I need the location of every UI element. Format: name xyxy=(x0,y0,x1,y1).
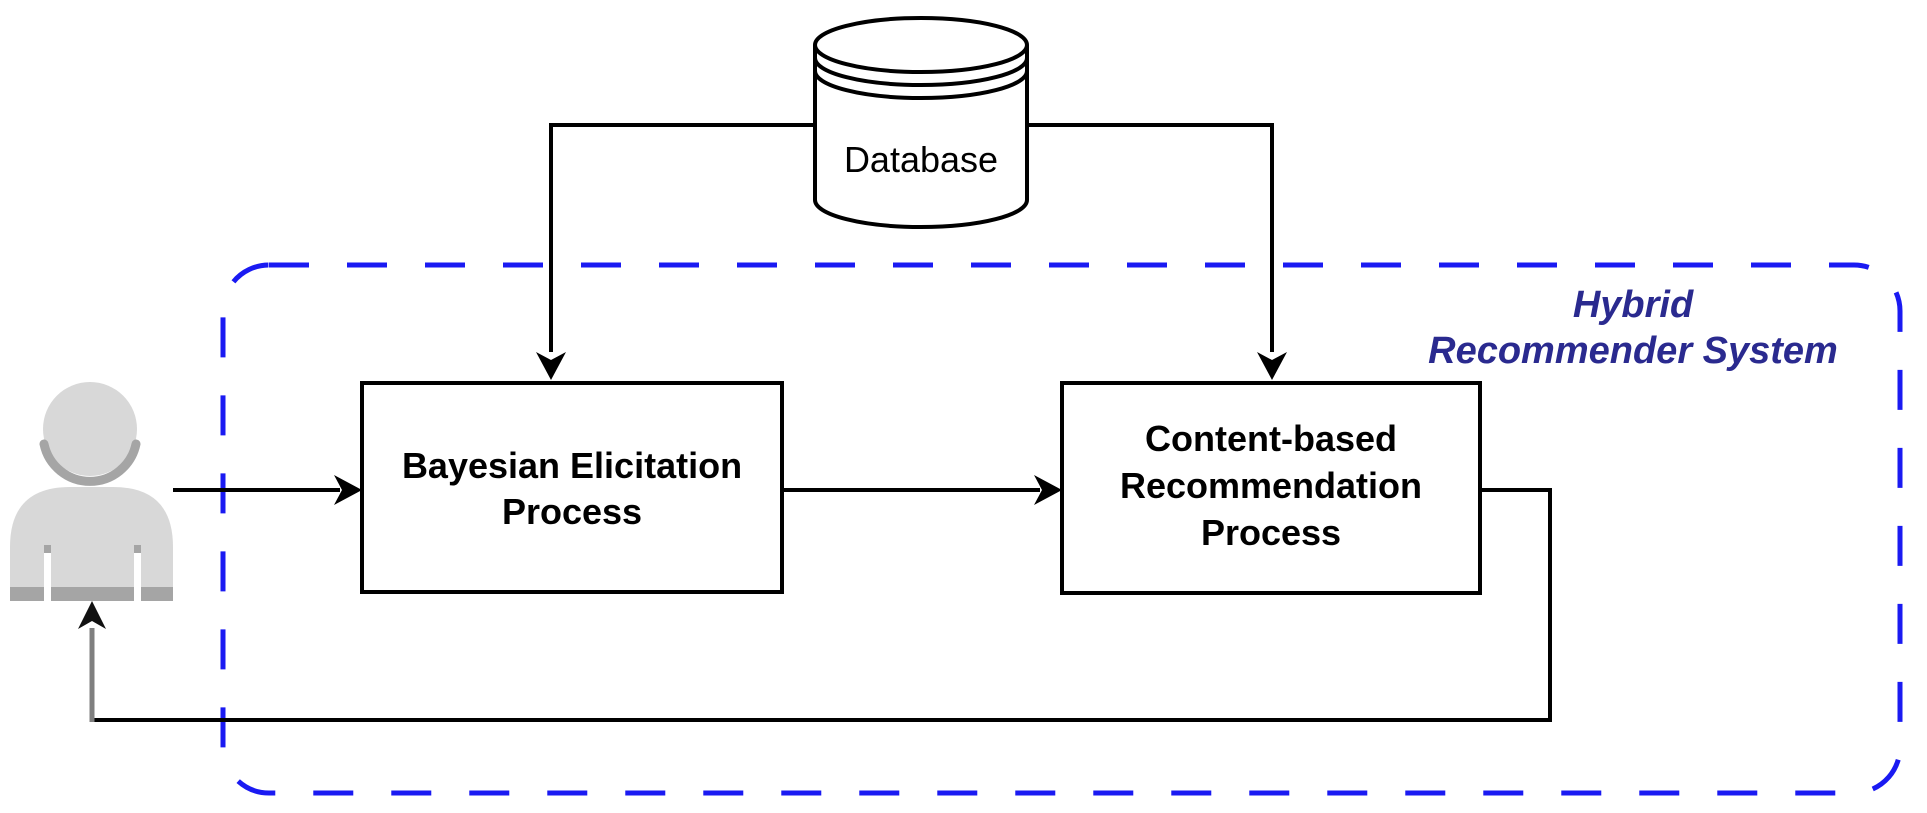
arrow-database-to-content xyxy=(1027,123,1274,352)
arrowhead-down-left-icon xyxy=(536,352,566,380)
user-arm-slit-left xyxy=(44,553,51,601)
arrow-database-to-bayesian xyxy=(549,123,815,352)
content-label-line1: Content-based xyxy=(1145,418,1397,459)
system-label-line1: Hybrid xyxy=(1573,284,1694,326)
user-body-trim xyxy=(10,587,173,601)
content-label-line3: Process xyxy=(1201,512,1341,553)
arrow-feedback-to-user xyxy=(92,488,1552,722)
database-label: Database xyxy=(844,139,998,180)
user-arm-cap-left xyxy=(44,545,51,554)
user-arm-slit-right xyxy=(134,553,141,601)
database-cylinder-icon: Database xyxy=(813,16,1029,229)
bayesian-elicitation-box: Bayesian Elicitation Process xyxy=(360,381,784,594)
arrowhead-down-right-icon xyxy=(1257,352,1287,380)
user-arm-cap-right xyxy=(134,545,141,554)
user-head-shadow xyxy=(39,439,141,486)
user-head xyxy=(43,382,137,476)
arrowhead-right-2-icon xyxy=(1034,475,1062,505)
arrowhead-right-1-icon xyxy=(334,475,362,505)
system-boundary xyxy=(220,262,1903,796)
user-body xyxy=(10,487,173,601)
bayesian-label-line1: Bayesian Elicitation xyxy=(402,445,742,486)
bayesian-label-line2: Process xyxy=(502,491,642,532)
arrowhead-up-icon xyxy=(78,601,106,629)
user-icon xyxy=(10,382,173,601)
content-label-line2: Recommendation xyxy=(1120,465,1422,506)
system-label-line2: Recommender System xyxy=(1428,330,1838,372)
content-based-box: Content-based Recommendation Process xyxy=(1060,381,1482,595)
